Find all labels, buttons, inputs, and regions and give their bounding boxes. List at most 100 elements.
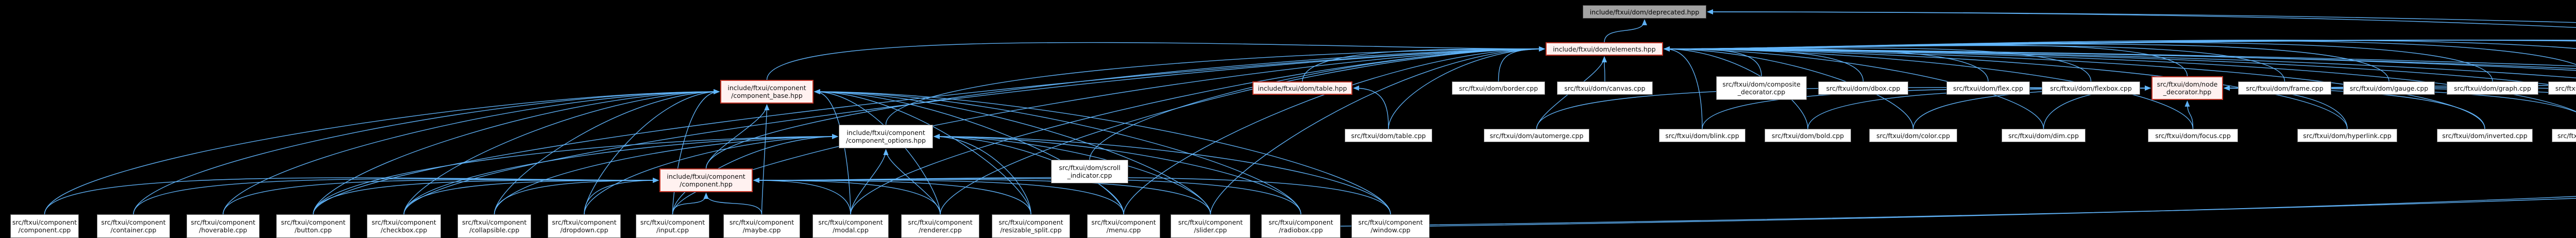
graph-node-label: src/ftxui/component /hoverable.cpp [191, 218, 256, 234]
include-edge [584, 134, 838, 215]
graph-node-b_hoverable[interactable]: src/ftxui/component /hoverable.cpp [187, 214, 260, 238]
include-edge [753, 177, 1391, 215]
include-edge [403, 177, 659, 215]
graph-node-label: src/ftxui/component /component.cpp [12, 218, 77, 234]
include-edge [885, 46, 1545, 125]
include-edge [814, 89, 1211, 215]
include-edge [672, 134, 838, 215]
include-edge [850, 46, 1545, 215]
include-edge [1602, 56, 1607, 82]
graph-node-automerge[interactable]: src/ftxui/dom/automerge.cpp [1484, 129, 1589, 142]
include-edge [753, 177, 1211, 215]
include-edge [223, 177, 659, 215]
graph-node-dim[interactable]: src/ftxui/dom/dim.cpp [2002, 129, 2086, 142]
include-edge [1388, 46, 1545, 129]
include-edge [753, 177, 1031, 215]
graph-node-label: include/ftxui/component /component_base.… [727, 84, 806, 99]
graph-node-flex[interactable]: src/ftxui/dom/flex.cpp [1946, 81, 2030, 95]
graph-node-table_cpp[interactable]: src/ftxui/dom/table.cpp [1345, 129, 1432, 142]
graph-node-b_dropdown[interactable]: src/ftxui/component /dropdown.cpp [548, 214, 621, 238]
graph-node-b_maybe[interactable]: src/ftxui/component /maybe.cpp [723, 214, 800, 238]
graph-node-canvas[interactable]: src/ftxui/dom/canvas.cpp [1557, 81, 1653, 95]
include-edge [1707, 9, 2576, 28]
graph-node-label: src/ftxui/component /window.cpp [1358, 218, 1423, 234]
include-edge [584, 89, 720, 215]
graph-node-label: src/ftxui/component /resizable_split.cpp [998, 218, 1063, 234]
graph-node-label: include/ftxui/component /component_optio… [846, 129, 926, 144]
graph-node-graph[interactable]: src/ftxui/dom/graph.cpp [2447, 81, 2538, 95]
include-edge [133, 89, 720, 215]
graph-node-b_collapsible[interactable]: src/ftxui/component /collapsible.cpp [457, 214, 531, 238]
graph-node-table_hpp[interactable]: include/ftxui/dom/table.hpp [1252, 81, 1352, 95]
graph-node-b_modal[interactable]: src/ftxui/component /modal.cpp [812, 214, 889, 238]
graph-node-label: src/ftxui/dom/frame.cpp [2246, 84, 2324, 92]
graph-node-bold[interactable]: src/ftxui/dom/bold.cpp [1765, 129, 1851, 142]
graph-node-label: src/ftxui/dom/gauge.cpp [2349, 84, 2429, 92]
graph-node-label: src/ftxui/component /maybe.cpp [729, 218, 794, 234]
include-edge [1340, 198, 2576, 227]
graph-node-component_options[interactable]: include/ftxui/component /component_optio… [839, 125, 933, 148]
include-edge [1604, 19, 1647, 43]
graph-node-label: src/ftxui/dom/automerge.cpp [1489, 131, 1584, 140]
include-edge [313, 134, 838, 215]
include-edge [44, 177, 659, 215]
graph-node-label: src/ftxui/component /input.cpp [640, 218, 705, 234]
include-edge [850, 149, 889, 215]
graph-node-b_slider[interactable]: src/ftxui/component /slider.cpp [1171, 214, 1250, 238]
graph-node-inverted[interactable]: src/ftxui/dom/inverted.cpp [2437, 129, 2533, 142]
graph-node-b_renderer[interactable]: src/ftxui/component /renderer.cpp [901, 214, 979, 238]
include-edge [44, 89, 720, 215]
graph-node-label: src/ftxui/dom/table.cpp [1351, 131, 1426, 140]
graph-node-label: src/ftxui/component /collapsible.cpp [462, 218, 527, 234]
graph-node-composite[interactable]: src/ftxui/dom/composite _decorator.cpp [1716, 76, 1807, 100]
graph-node-label: src/ftxui/dom/flex.cpp [1953, 84, 2023, 92]
graph-node-b_component[interactable]: src/ftxui/component /component.cpp [10, 214, 79, 238]
graph-node-b_resizable[interactable]: src/ftxui/component /resizable_split.cpp [992, 214, 1070, 238]
graph-node-b_button[interactable]: src/ftxui/component /button.cpp [276, 214, 350, 238]
graph-node-dbox[interactable]: src/ftxui/dom/dbox.cpp [1818, 81, 1908, 95]
graph-node-node_decorator[interactable]: src/ftxui/dom/node _decorator.hpp [2151, 76, 2223, 100]
graph-node-flexbox[interactable]: src/ftxui/dom/flexbox.cpp [2042, 81, 2140, 95]
include-edge [934, 134, 1031, 215]
graph-node-frame[interactable]: src/ftxui/dom/frame.cpp [2238, 81, 2331, 95]
graph-node-label: src/ftxui/component /container.cpp [101, 218, 166, 234]
include-edge [761, 104, 770, 215]
graph-node-color[interactable]: src/ftxui/dom/color.cpp [1869, 129, 1957, 142]
include-edge [705, 104, 770, 169]
graph-node-component_base[interactable]: include/ftxui/component /component_base.… [720, 80, 814, 104]
graph-node-hyperlink[interactable]: src/ftxui/dom/hyperlink.cpp [2297, 129, 2397, 142]
graph-node-b_window[interactable]: src/ftxui/component /window.cpp [1351, 214, 1430, 238]
graph-node-gauge[interactable]: src/ftxui/dom/gauge.cpp [2343, 81, 2435, 95]
include-edge [703, 193, 762, 215]
include-edge [814, 89, 1391, 215]
include-edge [313, 89, 720, 215]
graph-node-label: src/ftxui/dom/composite _decorator.cpp [1722, 80, 1801, 96]
include-edge [1664, 46, 2348, 129]
graph-node-elements[interactable]: include/ftxui/dom/elements.hpp [1546, 42, 1663, 56]
graph-node-label: src/ftxui/dom/blink.cpp [1665, 131, 1739, 140]
include-edge [1664, 40, 2576, 52]
graph-node-gridbox[interactable]: src/ftxui/dom/gridbox.cpp [2548, 81, 2576, 95]
graph-node-b_radiobox[interactable]: src/ftxui/component /radiobox.cpp [1261, 214, 1341, 238]
graph-node-b_menu[interactable]: src/ftxui/component /menu.cpp [1087, 214, 1160, 238]
graph-node-component_hpp[interactable]: include/ftxui/component /component.hpp [659, 168, 753, 192]
graph-node-b_checkbox[interactable]: src/ftxui/component /checkbox.cpp [367, 214, 441, 238]
graph-node-b_input[interactable]: src/ftxui/component /input.cpp [636, 214, 709, 238]
graph-node-label: src/ftxui/component /modal.cpp [818, 218, 883, 234]
include-edge [1210, 46, 1545, 215]
graph-node-title_node[interactable]: include/ftxui/dom/deprecated.hpp [1583, 5, 1706, 19]
include-edge [1664, 46, 2194, 129]
graph-node-b_container[interactable]: src/ftxui/component /container.cpp [97, 214, 170, 238]
graph-node-focus[interactable]: src/ftxui/dom/focus.cpp [2148, 129, 2238, 142]
include-edge [2224, 85, 2576, 91]
graph-node-label: src/ftxui/dom/scroll _indicator.cpp [1059, 164, 1121, 179]
graph-node-border[interactable]: src/ftxui/dom/border.cpp [1452, 81, 1545, 95]
graph-node-blink[interactable]: src/ftxui/dom/blink.cpp [1659, 129, 1745, 142]
graph-node-label: src/ftxui/dom/focus.cpp [2155, 131, 2231, 140]
graph-node-scroll_indicator[interactable]: src/ftxui/dom/scroll _indicator.cpp [1051, 160, 1128, 183]
graph-node-italic[interactable]: src/ftxui/dom/italic.cpp [2552, 129, 2576, 142]
include-edge [940, 46, 1545, 215]
include-edge [1302, 46, 1545, 82]
